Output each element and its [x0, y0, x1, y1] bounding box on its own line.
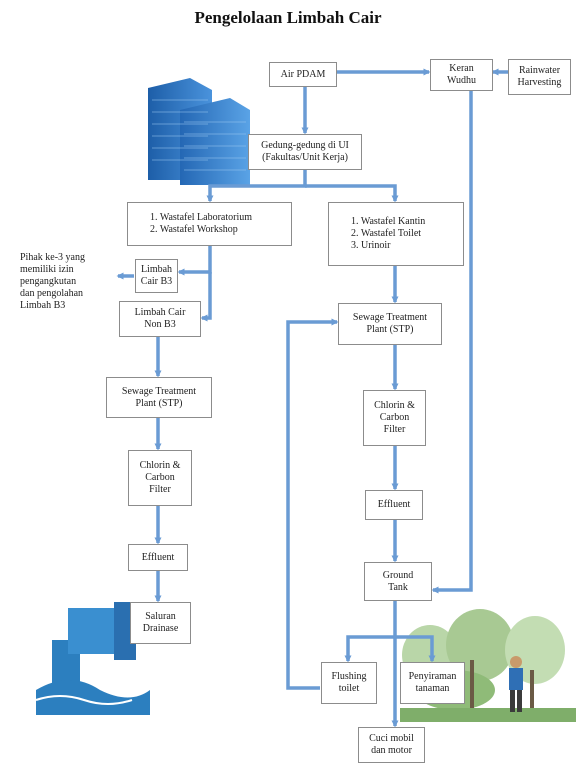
node-label-line: Flushing [331, 671, 367, 682]
node-label-line: Plant (STP) [366, 324, 414, 335]
node-label-line: 1. Wastafel Kantin [351, 216, 426, 227]
node-label-line: Keran [449, 63, 474, 74]
node-label-line: Harvesting [517, 77, 562, 88]
node-label-line: Pihak ke-3 yang [20, 252, 85, 263]
arrow-flushing-to-stp-right [286, 318, 339, 690]
node-label-line: 2. Wastafel Toilet [351, 228, 422, 239]
node-label-line: (Fakultas/Unit Kerja) [262, 152, 348, 163]
node-label-line: Rainwater [518, 65, 561, 76]
node-label-line: Ground [382, 569, 414, 581]
node-label-line: toilet [338, 683, 360, 694]
node-label-line: 2. Wastafel Workshop [150, 224, 238, 235]
arrow-lab-to-nonb3 [200, 272, 212, 322]
arrow-gedung-to-left [206, 170, 307, 203]
arrow-groundtank-to-flushing [344, 601, 397, 663]
node-label-line: Tank [388, 581, 408, 593]
node-label-line: Penyiraman [408, 671, 457, 682]
arrow-gedung-to-right [305, 184, 399, 203]
node-label-line: dan motor [371, 745, 412, 756]
arrow-groundtank-to-penyiraman [395, 635, 436, 663]
node-label-line: Carbon [145, 472, 175, 483]
node-label-line: memiliki izin [20, 264, 74, 275]
node-label-line: dan pengolahan [20, 288, 84, 299]
node-label-line: Wudhu [446, 75, 477, 86]
node-label-line: Chlorin & [139, 460, 181, 471]
node-label-line: Air PDAM [280, 68, 326, 80]
node-label-line: Saluran [145, 611, 176, 622]
arrows [116, 68, 508, 728]
air-pdam-box: Air PDAM [269, 62, 337, 87]
node-label-line: Cuci mobil [369, 733, 414, 744]
node-label-line: 1. Wastafel Laboratorium [150, 212, 253, 223]
node-label-line: 3. Urinoir [351, 240, 391, 251]
gedung-ui-box: Gedung-gedung di UI(Fakultas/Unit Kerja) [248, 134, 362, 170]
node-label-line: Effluent [141, 551, 175, 563]
node-label-line: Cair B3 [140, 276, 173, 287]
node-label-line: Plant (STP) [135, 397, 183, 409]
effluent-right-box: Effluent [365, 490, 423, 520]
node-label-line: Limbah B3 [20, 300, 66, 311]
node-label-line: Carbon [379, 412, 410, 423]
arrow-keran-to-groundtank [431, 91, 473, 594]
node-label-line: Gedung-gedung di UI [261, 140, 349, 151]
node-label-line: Effluent [377, 499, 411, 510]
drain-pipe-illustration [35, 602, 150, 715]
node-label-line: Drainase [142, 623, 179, 634]
arrow-lab-to-b3 [177, 246, 212, 276]
node-label-line: Sewage Treatment [352, 312, 428, 323]
node-label-line: Sewage Treatment [121, 385, 197, 397]
node-label-line: Non B3 [144, 319, 176, 330]
building-illustration [148, 78, 250, 185]
node-label-line: Filter [149, 484, 171, 495]
node-label-line: pengangkutan [20, 276, 77, 287]
node-label-line: Limbah Cair [134, 307, 186, 318]
node-label-line: Filter [383, 424, 406, 435]
node-label-line: Chlorin & [374, 400, 415, 411]
node-label-line: Limbah [140, 264, 173, 275]
node-label-line: tanaman [415, 683, 450, 694]
effluent-left-box: Effluent [128, 544, 188, 571]
title: Pengelolaan Limbah Cair [194, 8, 382, 27]
